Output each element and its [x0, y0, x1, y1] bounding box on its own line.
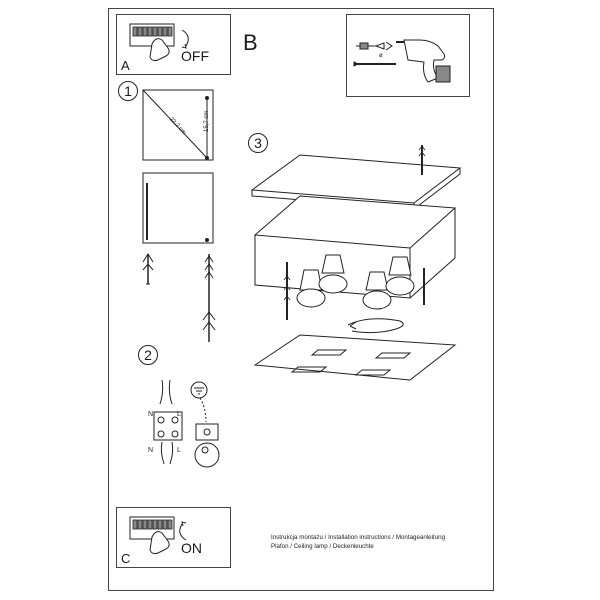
panel-c [116, 507, 231, 568]
mounting-plate [250, 145, 462, 210]
rotate-arrow-icon [347, 318, 404, 334]
step-3-marker: 3 [248, 133, 268, 153]
panel-a-letter: A [121, 58, 130, 73]
wall-anchor-right-icon [202, 254, 216, 342]
wiring-l-top: L [177, 411, 181, 418]
wiring-n-top: N [148, 411, 153, 418]
drill-note: ø [379, 53, 383, 59]
wall-anchor-left-icon [142, 253, 154, 285]
gu10-bulb-2-icon [318, 254, 348, 294]
panel-c-letter: C [121, 551, 131, 566]
page-border [108, 8, 494, 591]
footer-caption: Instrukcja montażu / Installation instru… [271, 534, 491, 551]
side-dimension: 15,7 cm [204, 111, 210, 132]
gu10-bulb-3-icon [362, 271, 392, 310]
lamp-front-cover [253, 334, 457, 381]
gu10-bulb-1-icon [296, 269, 326, 308]
panel-a [116, 14, 231, 75]
footer-line-1: Instrukcja montażu / Installation instru… [271, 534, 446, 541]
drill-tools-icon [353, 39, 451, 83]
panel-b-letter: B [243, 30, 258, 55]
breaker-on-icon [129, 516, 187, 555]
breaker-off-icon [129, 23, 189, 62]
drill-template [142, 172, 214, 244]
screw-left-icon [283, 262, 291, 320]
mounting-template [142, 89, 214, 161]
footer-line-2: Plafon / Ceiling lamp / Deckenleuchte [271, 542, 374, 550]
panel-b [346, 14, 470, 97]
wiring-n-bottom: N [148, 447, 153, 454]
wiring-l-bottom: L [177, 447, 181, 454]
step-1-marker: 1 [118, 81, 138, 101]
diagonal-dimension: 22,2 cm [168, 116, 187, 136]
wiring-diagram [153, 379, 220, 468]
gu10-bulb-4-icon [385, 256, 415, 296]
panel-c-state: ON [181, 540, 202, 556]
step-2-marker: 2 [138, 345, 158, 365]
panel-a-state: OFF [181, 48, 209, 64]
